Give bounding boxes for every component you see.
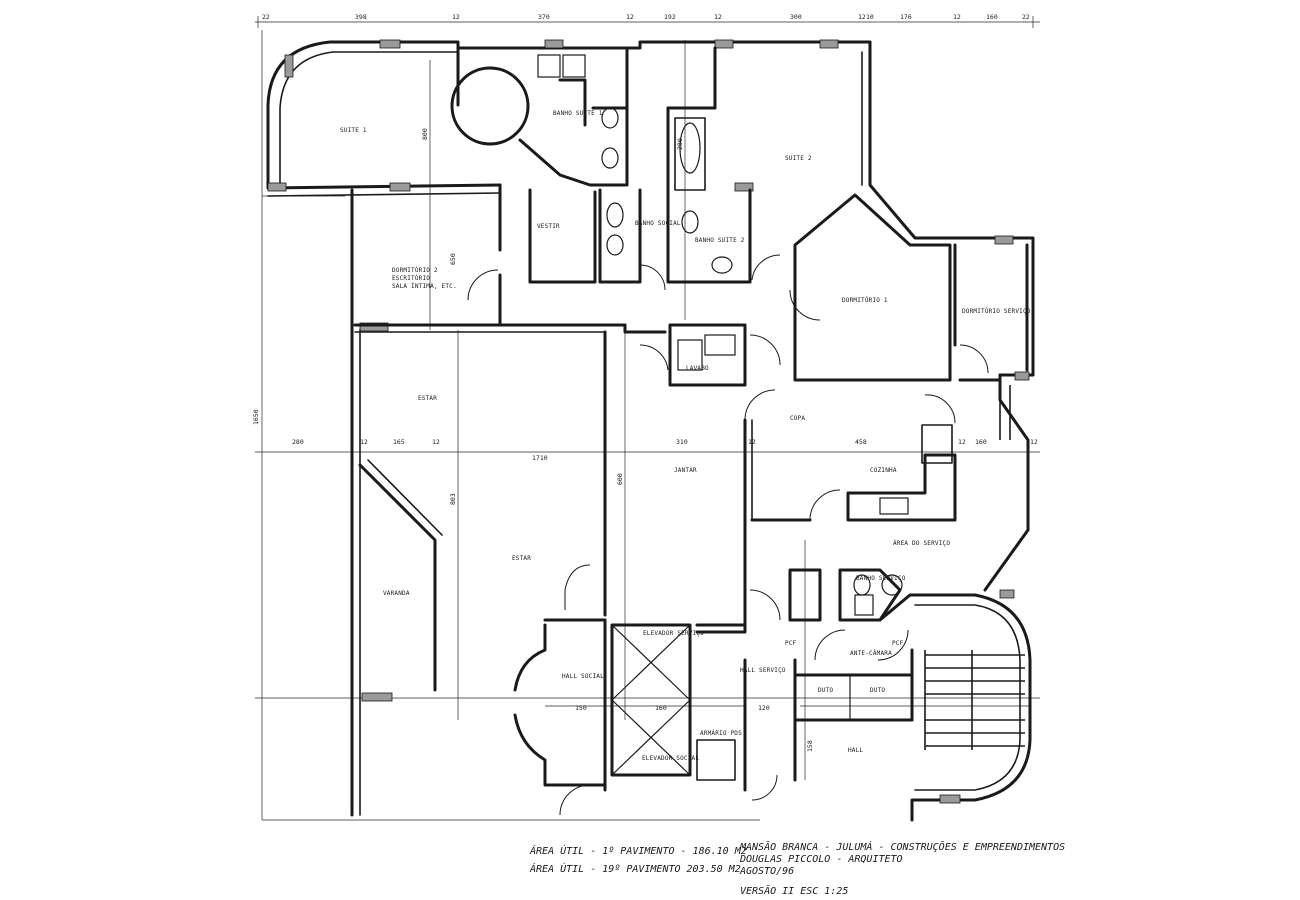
label-estar-top: ESTAR bbox=[418, 395, 437, 402]
label-dormitorio1: DORMITÓRIO 1 bbox=[842, 297, 888, 304]
drawing-date: AGOSTO/96 bbox=[740, 866, 795, 877]
label-hall-bottom: HALL bbox=[848, 747, 863, 754]
label-vestir: VESTIR bbox=[537, 223, 560, 230]
dim-top-10: 176 bbox=[900, 13, 912, 21]
dim-mid-7: 12 bbox=[958, 438, 966, 446]
dim-top-11: 12 bbox=[953, 13, 961, 21]
label-jantar: JANTAR bbox=[674, 467, 697, 474]
mid-dimension-labels: 280 12 165 12 310 12 458 12 160 12 bbox=[292, 438, 1038, 446]
dim-mid-5: 12 bbox=[748, 438, 756, 446]
dim-top-7: 300 bbox=[790, 13, 802, 21]
label-lavabo: LAVABO bbox=[686, 365, 709, 372]
dim-650: 650 bbox=[449, 253, 457, 265]
dim-top-5: 192 bbox=[664, 13, 676, 21]
label-banho-suite2: BANHO SUITE 2 bbox=[695, 237, 745, 244]
door-swings bbox=[467, 254, 989, 816]
label-elevador-servico: ELEVADOR SERVIÇO bbox=[643, 630, 704, 637]
dim-mid-2: 165 bbox=[393, 438, 405, 446]
misc-dimension-labels: 1710 1650 800 650 600 803 280 150 160 12… bbox=[252, 128, 814, 752]
area-nineteenth-floor: ÁREA ÚTIL - 19º PAVIMENTO 203.50 M2 bbox=[530, 864, 741, 875]
dim-mid-1: 12 bbox=[360, 438, 368, 446]
interior-walls bbox=[350, 46, 1002, 817]
dim-top-3: 370 bbox=[538, 13, 550, 21]
dim-mid-6: 458 bbox=[855, 438, 867, 446]
label-banho-suite1: BANHO SUITE 1 bbox=[553, 110, 603, 117]
dim-top-13: 22 bbox=[1022, 13, 1030, 21]
label-hall-social: HALL SOCIAL bbox=[562, 673, 604, 680]
dim-mid-0: 280 bbox=[292, 438, 304, 446]
top-dimension-labels: 22 398 12 370 12 192 12 300 12 10 176 12… bbox=[262, 13, 1030, 21]
label-dormitorio2-sub: ESCRITÓRIO bbox=[392, 275, 430, 282]
area-first-floor: ÁREA ÚTIL - 1º PAVIMENTO - 186.10 M2 bbox=[530, 846, 747, 857]
dim-mid-9: 12 bbox=[1030, 438, 1038, 446]
dim-600: 600 bbox=[616, 473, 624, 485]
dim-top-1: 398 bbox=[355, 13, 367, 21]
staircase bbox=[924, 385, 1025, 750]
dim-150: 150 bbox=[575, 704, 587, 712]
label-varanda: VARANDA bbox=[383, 590, 410, 597]
label-dormitorio2: DORMITÓRIO 2 bbox=[392, 267, 438, 274]
label-ante-camara: ANTE-CÂMARA bbox=[850, 650, 892, 657]
label-banho-social: BANHO SOCIAL bbox=[635, 220, 681, 227]
area-legend: ÁREA ÚTIL - 1º PAVIMENTO - 186.10 M2 ÁRE… bbox=[530, 846, 747, 876]
dim-mid-3: 12 bbox=[432, 438, 440, 446]
label-duto-a: DUTO bbox=[818, 687, 833, 694]
dim-1650: 1650 bbox=[252, 409, 260, 425]
label-armario-pds: ARMÁRIO PDS bbox=[700, 730, 742, 737]
project-name: MANSÃO BRANCA - JULUMÁ - CONSTRUÇÕES E E… bbox=[740, 842, 1066, 853]
dim-top-12: 160 bbox=[986, 13, 998, 21]
version-scale: VERSÃO II ESC 1:25 bbox=[740, 886, 849, 897]
dim-160: 160 bbox=[655, 704, 667, 712]
architect-name: DOUGLAS PICCOLO - ARQUITETO bbox=[740, 854, 903, 865]
wall-hatches bbox=[267, 39, 1030, 804]
label-suite2: SUITE 2 bbox=[785, 155, 812, 162]
fixtures bbox=[537, 54, 903, 616]
exterior-walls bbox=[266, 40, 1035, 822]
label-pcf-b: PCF bbox=[892, 640, 904, 647]
dim-top-6: 12 bbox=[714, 13, 722, 21]
dim-800: 800 bbox=[421, 128, 429, 140]
dim-top-0: 22 bbox=[262, 13, 270, 21]
dim-1710: 1710 bbox=[532, 454, 548, 462]
label-dormitorio2-sub2: SALA ÍNTIMA, ETC. bbox=[392, 282, 457, 290]
room-labels: SUITE 1 BANHO SUITE 1 VESTIR BANHO SOCIA… bbox=[340, 110, 1031, 762]
label-pcf-a: PCF bbox=[785, 640, 797, 647]
label-suite1: SUITE 1 bbox=[340, 127, 367, 134]
dim-120: 120 bbox=[758, 704, 770, 712]
label-elevador-social: ELEVADOR SOCIAL bbox=[642, 755, 699, 762]
dim-top-8: 12 bbox=[858, 13, 866, 21]
dim-280: 280 bbox=[676, 138, 684, 150]
dim-top-4: 12 bbox=[626, 13, 634, 21]
dim-158: 158 bbox=[806, 740, 814, 752]
title-block: MANSÃO BRANCA - JULUMÁ - CONSTRUÇÕES E E… bbox=[740, 842, 1065, 898]
dim-mid-8: 160 bbox=[975, 438, 987, 446]
label-dormitorio-servico: DORMITÓRIO SERVIÇO bbox=[962, 308, 1031, 315]
dim-top-9: 10 bbox=[866, 13, 874, 21]
dim-mid-4: 310 bbox=[676, 438, 688, 446]
label-duto-b: DUTO bbox=[870, 687, 885, 694]
label-banho-servico: BANHO SERVIÇO bbox=[856, 575, 906, 582]
dim-top-2: 12 bbox=[452, 13, 460, 21]
label-copa: COPA bbox=[790, 415, 805, 422]
label-cozinha: COZINHA bbox=[870, 467, 897, 474]
dim-803: 803 bbox=[449, 493, 457, 505]
label-area-servico: ÁREA DO SERVIÇO bbox=[893, 540, 950, 547]
label-hall-servico: HALL SERVIÇO bbox=[740, 667, 786, 674]
label-estar: ESTAR bbox=[512, 555, 531, 562]
